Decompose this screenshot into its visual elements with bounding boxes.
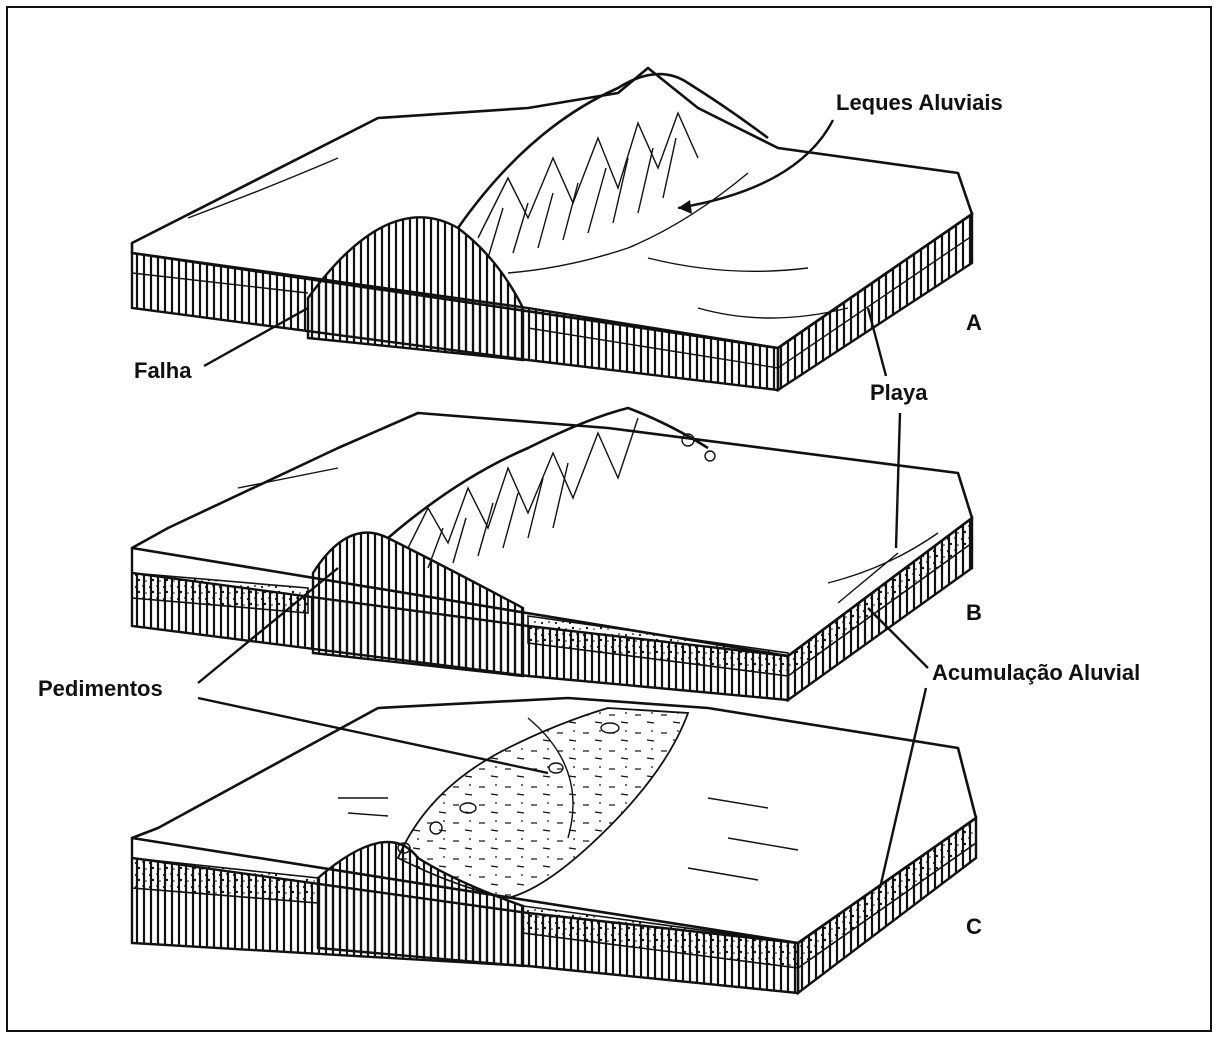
block-letter-c: C [966,914,982,939]
block-a [132,68,972,390]
label-playa: Playa [870,380,928,405]
block-c-pediment [398,708,688,898]
block-letter-b: B [966,600,982,625]
leader-playa-b [896,413,900,548]
block-b-fault-scarp [313,533,523,676]
label-falha: Falha [134,358,192,383]
block-c [132,698,976,993]
label-pedimentos: Pedimentos [38,676,163,701]
block-diagrams-svg: Leques Aluviais Falha Playa Pedimentos A… [8,8,1214,1034]
label-leques-aluviais: Leques Aluviais [836,90,1003,115]
block-a-mountain-range [458,74,768,273]
block-letter-a: A [966,310,982,335]
label-acumulacao-aluvial: Acumulação Aluvial [932,660,1140,685]
leader-leques-aluviais [678,120,833,208]
block-b-mountain-range [388,408,715,568]
block-b [132,408,972,700]
block-a-fault-scarp [308,217,523,360]
block-diagram-figure: Leques Aluviais Falha Playa Pedimentos A… [6,6,1212,1032]
